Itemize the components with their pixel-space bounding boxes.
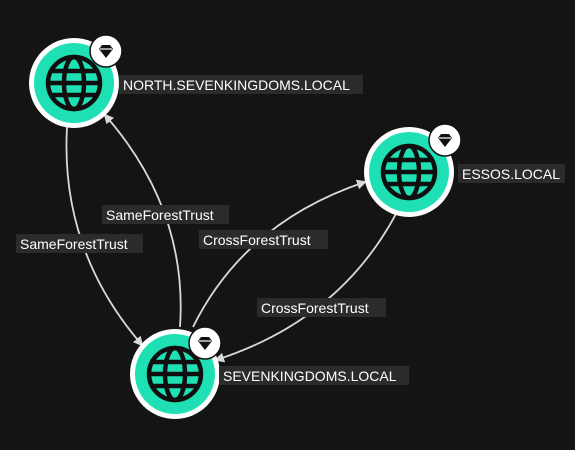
node-label-north: NORTH.SEVENKINGDOMS.LOCAL	[119, 75, 363, 94]
svg-text:SameForestTrust: SameForestTrust	[20, 236, 128, 252]
svg-text:CrossForestTrust: CrossForestTrust	[203, 232, 311, 248]
gem-icon	[89, 34, 123, 68]
edge-label-seven-to-north[interactable]: SameForestTrust	[102, 205, 229, 224]
node-sevenkingdoms[interactable]	[130, 326, 222, 419]
edge-label-north-to-seven[interactable]: SameForestTrust	[16, 234, 143, 253]
svg-text:NORTH.SEVENKINGDOMS.LOCAL: NORTH.SEVENKINGDOMS.LOCAL	[123, 77, 350, 93]
node-north-sevenkingdoms[interactable]	[29, 34, 123, 128]
node-essos[interactable]	[364, 123, 462, 217]
edge-label-seven-to-essos[interactable]: CrossForestTrust	[199, 230, 328, 249]
svg-text:SameForestTrust: SameForestTrust	[106, 207, 214, 223]
svg-text:CrossForestTrust: CrossForestTrust	[261, 300, 369, 316]
svg-text:SEVENKINGDOMS.LOCAL: SEVENKINGDOMS.LOCAL	[223, 368, 397, 384]
gem-icon	[188, 326, 222, 360]
node-label-essos: ESSOS.LOCAL	[458, 164, 565, 183]
edge-label-essos-to-seven[interactable]: CrossForestTrust	[257, 298, 386, 317]
globe-icon	[380, 143, 438, 201]
node-label-sevenkingdoms: SEVENKINGDOMS.LOCAL	[219, 366, 409, 385]
globe-icon	[146, 345, 204, 403]
globe-icon	[45, 54, 103, 112]
gem-icon	[428, 123, 462, 157]
svg-text:ESSOS.LOCAL: ESSOS.LOCAL	[462, 166, 560, 182]
